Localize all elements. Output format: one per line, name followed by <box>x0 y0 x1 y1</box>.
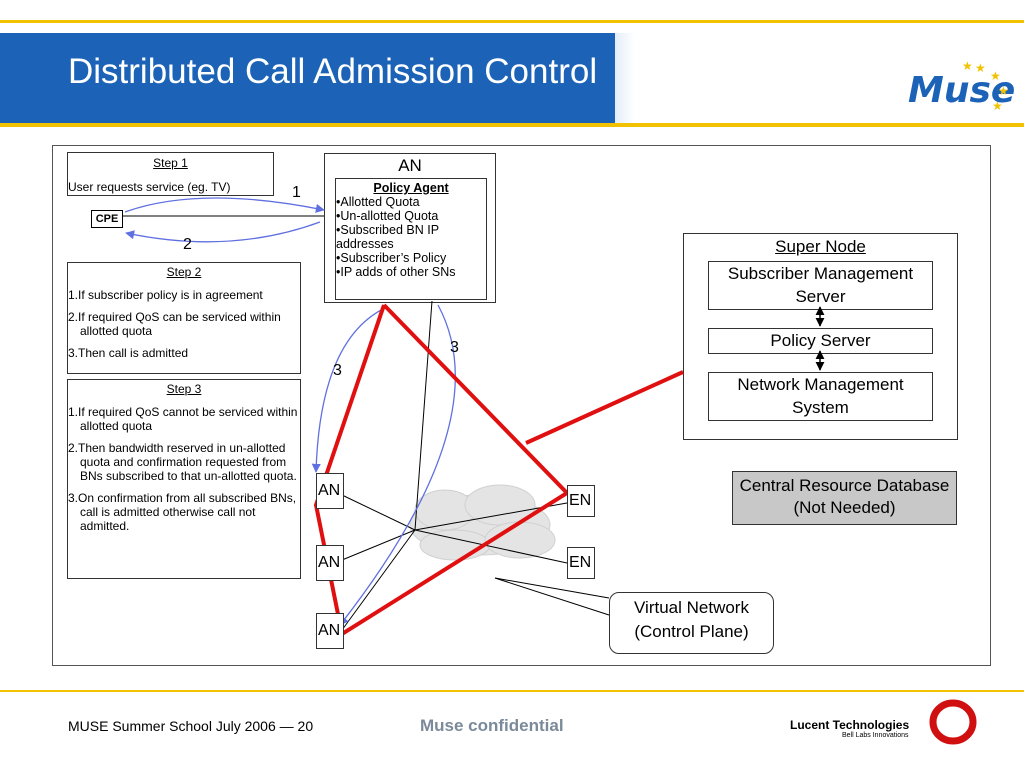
policy-agent-box: Policy Agent •Allotted Quota •Un-allotte… <box>335 178 487 300</box>
bell-labs-text: Bell Labs Innovations <box>842 732 909 739</box>
step2-item-1: 1.If subscriber policy is in agreement <box>68 288 263 302</box>
network-links <box>341 300 610 631</box>
diagram-frame <box>52 145 991 666</box>
policy-server: Policy Server <box>708 328 933 354</box>
header-accent-line <box>0 123 1024 127</box>
an-node-3: AN <box>316 613 344 649</box>
step2-item-2: 2.If required QoS can be serviced within… <box>68 310 281 338</box>
footer-left-text: MUSE Summer School July 2006 — 20 <box>68 718 314 734</box>
super-node-title: Super Node <box>775 237 866 256</box>
svg-text:★: ★ <box>975 61 986 75</box>
page-title: Distributed Call Admission Control <box>68 52 598 91</box>
policy-item-1: •Allotted Quota <box>336 195 420 209</box>
step1-title: Step 1 <box>153 156 188 170</box>
lucent-logo-text: Lucent Technologies <box>790 718 910 732</box>
super-node-box: Super Node Subscriber Management Server … <box>683 233 958 440</box>
an-top-box: AN Policy Agent •Allotted Quota •Un-allo… <box>324 153 496 303</box>
en-node-1: EN <box>567 485 595 517</box>
en-node-2: EN <box>567 547 595 579</box>
svg-text:★: ★ <box>962 59 973 73</box>
arrow-label-3b: 3 <box>450 339 459 356</box>
an-top-label: AN <box>398 156 422 175</box>
arrow-label-2: 2 <box>183 236 192 253</box>
header-blue-band <box>0 33 615 123</box>
step1-text: User requests service (eg. TV) <box>68 180 231 194</box>
an-node-1: AN <box>316 473 344 509</box>
policy-item-4: •Subscriber’s Policy <box>336 251 447 265</box>
step3-item-3: 3.On confirmation from all subscribed BN… <box>68 491 297 533</box>
central-resource-database: Central Resource Database (Not Needed) <box>732 471 957 525</box>
svg-text:★: ★ <box>990 69 1001 83</box>
svg-text:★: ★ <box>998 84 1009 98</box>
top-accent-line <box>0 20 1024 23</box>
step2-box: Step 2 1.If subscriber policy is in agre… <box>67 262 301 374</box>
confidential-label: Muse confidential <box>420 716 564 735</box>
signal-arrows <box>124 197 456 626</box>
step3-box: Step 3 1.If required QoS cannot be servi… <box>67 379 301 579</box>
step1-box: Step 1 User requests service (eg. TV) <box>67 152 274 196</box>
policy-agent-title: Policy Agent <box>373 181 449 195</box>
footer-accent-line <box>0 690 1024 692</box>
virtual-network-callout: Virtual Network (Control Plane) <box>609 592 774 654</box>
network-mgmt-system: Network Management System <box>708 372 933 421</box>
cpe-box: CPE <box>91 210 123 228</box>
step2-title: Step 2 <box>166 265 202 279</box>
step3-item-2: 2.Then bandwidth reserved in un-allotted… <box>68 441 297 483</box>
svg-text:★: ★ <box>992 99 1003 113</box>
step2-item-3: 3.Then call is admitted <box>68 346 189 360</box>
arrow-label-1: 1 <box>292 184 301 201</box>
step3-title: Step 3 <box>166 382 202 396</box>
arrow-label-3a: 3 <box>333 362 342 379</box>
muse-logo: Muse <box>908 70 1016 111</box>
an-node-2: AN <box>316 545 344 581</box>
policy-item-2: •Un-allotted Quota <box>336 209 439 223</box>
step3-item-1: 1.If required QoS cannot be serviced wit… <box>68 405 298 433</box>
policy-item-5: •IP adds of other SNs <box>336 265 456 279</box>
policy-item-3: •Subscribed BN IP addresses <box>336 223 439 251</box>
